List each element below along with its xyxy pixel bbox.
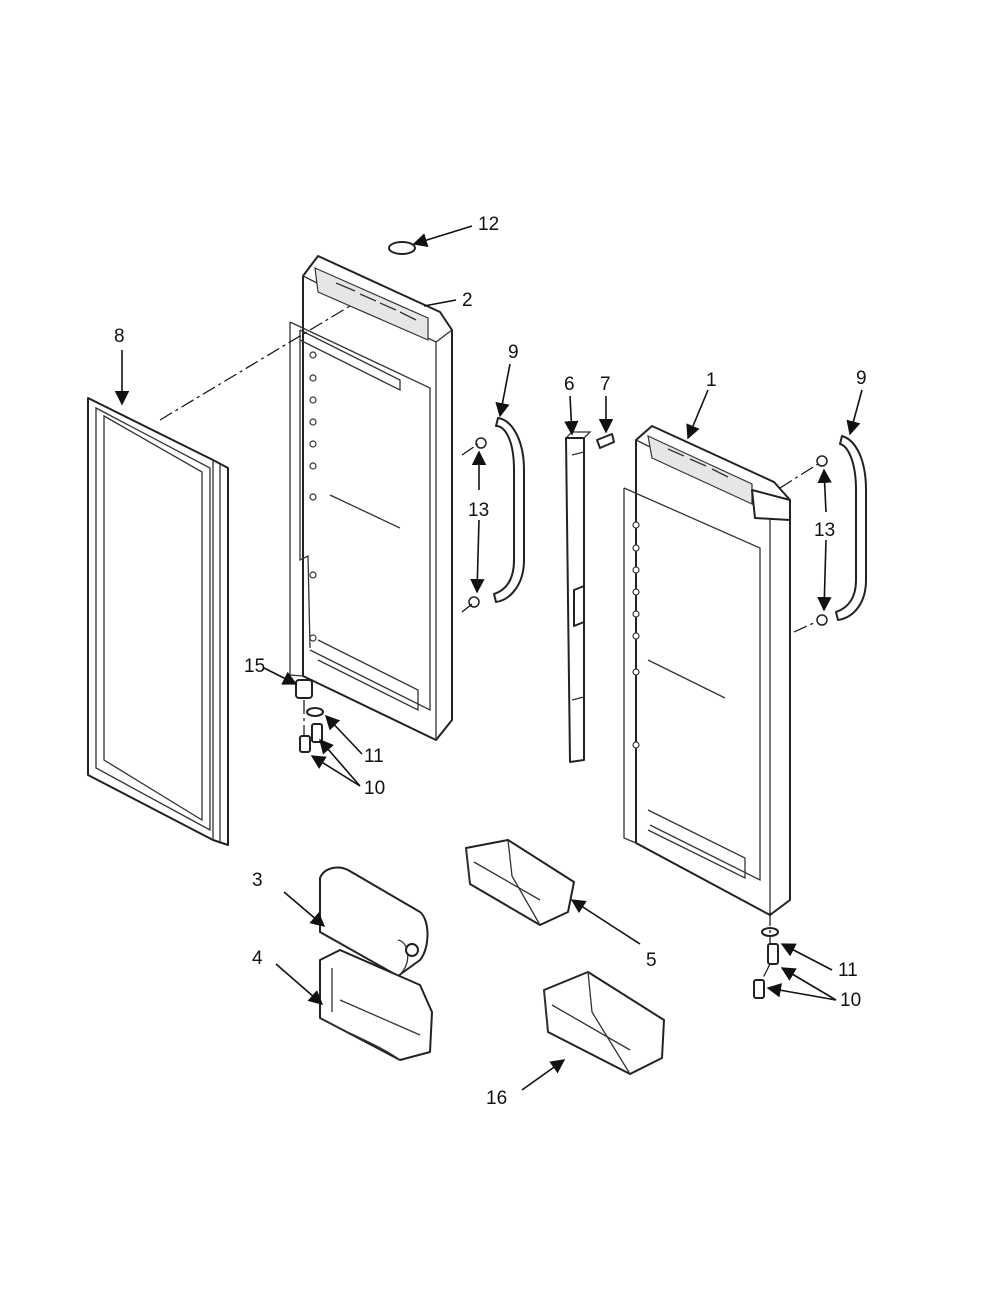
door-gasket xyxy=(87,397,229,846)
label-5: 5 xyxy=(646,950,657,971)
label-10-right: 10 xyxy=(840,990,861,1011)
dairy-bin xyxy=(319,949,433,1061)
hinge-bar xyxy=(565,431,592,763)
label-16: 16 xyxy=(486,1088,507,1109)
dairy-cover xyxy=(319,866,429,977)
cap-12 xyxy=(388,241,416,255)
label-9-right: 9 xyxy=(856,368,867,389)
label-8: 8 xyxy=(114,326,125,347)
right-door xyxy=(623,425,791,916)
label-15: 15 xyxy=(244,656,265,677)
label-3: 3 xyxy=(252,870,263,891)
screw-7 xyxy=(596,433,615,449)
label-2: 2 xyxy=(462,290,473,311)
right-hinge-hardware xyxy=(753,927,779,999)
label-11-left: 11 xyxy=(364,746,384,767)
label-7: 7 xyxy=(600,374,611,395)
label-9-left: 9 xyxy=(508,342,519,363)
label-13-right: 13 xyxy=(814,520,835,541)
handle-right xyxy=(835,435,867,621)
left-hinge-hardware xyxy=(295,679,324,753)
label-1: 1 xyxy=(706,370,717,391)
left-door xyxy=(289,255,453,741)
label-10-left: 10 xyxy=(364,778,385,799)
label-6: 6 xyxy=(564,374,575,395)
handle-studs xyxy=(468,437,828,626)
door-bin-5 xyxy=(465,839,575,926)
door-bin-16 xyxy=(543,971,665,1075)
label-4: 4 xyxy=(252,948,263,969)
label-13-left: 13 xyxy=(468,500,489,521)
label-12: 12 xyxy=(478,214,499,235)
handle-left xyxy=(493,417,525,603)
label-11-right: 11 xyxy=(838,960,858,981)
